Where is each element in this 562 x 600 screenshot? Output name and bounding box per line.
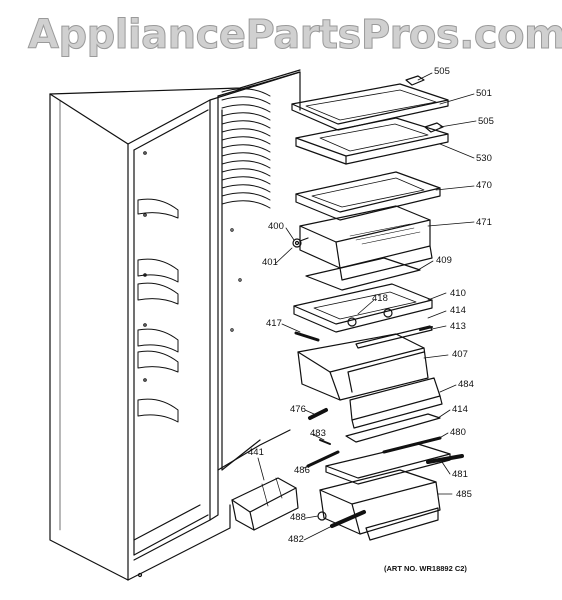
shelf-530	[295, 117, 449, 165]
callout-488: 488	[290, 512, 306, 523]
slide-rail-417	[294, 331, 320, 342]
callout-413: 413	[450, 321, 466, 332]
callout-501: 501	[476, 88, 492, 99]
leader-lines	[257, 72, 477, 541]
pan-frame-410	[293, 283, 433, 333]
callout-471: 471	[476, 217, 492, 228]
callout-414-upper: 414	[450, 305, 466, 316]
freezer-door-bins	[137, 198, 179, 423]
callout-505-top: 505	[434, 66, 450, 77]
callout-407: 407	[452, 349, 468, 360]
callout-409: 409	[436, 255, 452, 266]
callout-476: 476	[290, 404, 306, 415]
callout-530: 530	[476, 153, 492, 164]
rail-483	[319, 439, 331, 445]
callout-505-mid: 505	[478, 116, 494, 127]
refrigerator-cabinet	[49, 69, 301, 581]
snack-pan-471	[299, 205, 433, 281]
callout-418: 418	[372, 293, 388, 304]
glass-insert-409	[305, 257, 421, 291]
control-knob-400-401	[292, 237, 309, 248]
roller-481	[426, 454, 464, 464]
pan-cover-470	[295, 171, 441, 221]
shelf-clip-505-mid	[424, 122, 444, 133]
drawer-front-484	[349, 377, 443, 429]
lens-413	[419, 326, 433, 331]
cover-support-414-lower	[345, 413, 441, 443]
callout-400: 400	[268, 221, 284, 232]
crisper-drawer-407	[297, 333, 429, 401]
callout-414-lower: 414	[452, 404, 468, 415]
site-watermark: AppliancePartsPros.com	[28, 12, 562, 59]
callout-486: 486	[294, 465, 310, 476]
callout-417: 417	[266, 318, 282, 329]
cover-support-414	[355, 325, 433, 349]
callout-485: 485	[456, 489, 472, 500]
shelf-clip-505-top	[405, 75, 425, 86]
callout-470: 470	[476, 180, 492, 191]
callout-441: 441	[248, 447, 264, 458]
drawer-485	[319, 469, 441, 541]
callout-401: 401	[262, 257, 278, 268]
callout-480: 480	[450, 427, 466, 438]
cap-488	[317, 511, 327, 521]
door-bin-441	[231, 477, 299, 531]
roller-476	[308, 408, 328, 420]
shelf-rails	[221, 88, 271, 332]
callout-482: 482	[288, 534, 304, 545]
callout-481: 481	[452, 469, 468, 480]
callout-484: 484	[458, 379, 474, 390]
art-number: (ART NO. WR18892 C2)	[384, 564, 467, 573]
callout-410: 410	[450, 288, 466, 299]
callout-483: 483	[310, 428, 326, 439]
